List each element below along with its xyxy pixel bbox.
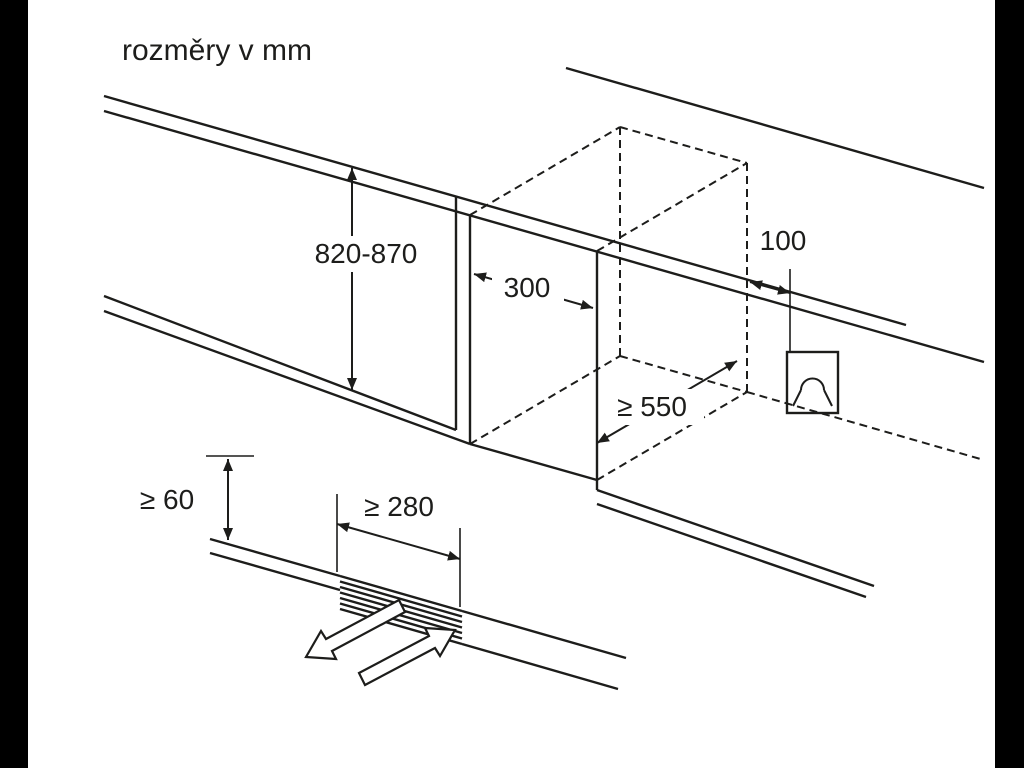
dim-socket-offset: 100 (749, 225, 807, 352)
dim-niche-width-label: 300 (504, 272, 551, 303)
dim-depth-label: ≥ 550 (617, 391, 687, 422)
airflow-in-arrow (357, 626, 457, 687)
dim-height-label: 820-870 (315, 238, 418, 269)
dim-socket-offset-arrow (749, 280, 791, 295)
power-socket (785, 350, 840, 415)
airflow-out-arrow (304, 598, 407, 661)
right-cabinet (596, 488, 875, 599)
dim-depth: ≥ 550 (596, 360, 738, 444)
wall-top-line (565, 66, 985, 190)
dim-socket-offset-label: 100 (760, 225, 807, 256)
left-cabinet (103, 294, 471, 446)
right-frame-bar (995, 0, 1024, 768)
plinth-detail: ≥ 60 ≥ 280 (140, 455, 627, 691)
countertop-lines (103, 66, 985, 364)
dim-niche-width: 300 (473, 271, 594, 310)
power-socket-box (785, 350, 840, 415)
diagram-title: rozměry v mm (122, 34, 312, 67)
dim-height: 820-870 (296, 168, 436, 390)
niche-floor-edge (469, 442, 598, 482)
power-socket-icon (792, 377, 833, 407)
left-frame-bar (0, 0, 28, 768)
dim-vent-width-arrow (336, 522, 461, 561)
dim-vent-width-label: ≥ 280 (364, 491, 434, 522)
wall-floor-dashed-line (746, 391, 985, 461)
dim-plinth-height-label: ≥ 60 (140, 484, 194, 515)
niche-opening (454, 196, 599, 490)
